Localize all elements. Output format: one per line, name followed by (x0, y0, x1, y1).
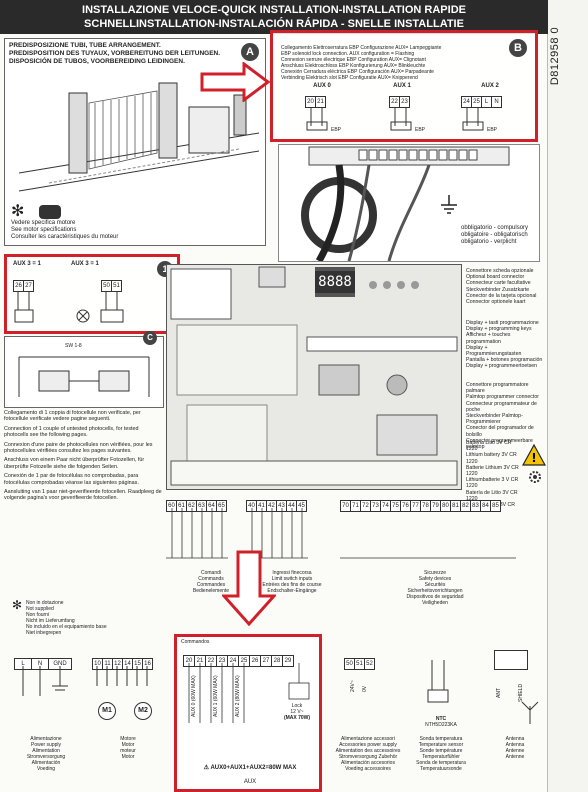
gear-icon (529, 471, 541, 483)
gate-illustration (9, 73, 263, 197)
label-safety: Sicurezze Safety devices Sécurités Siche… (406, 570, 464, 606)
antenna-shield-label: SHIELD (518, 683, 524, 702)
label-display-keys: Display + tasti programmazione Display +… (466, 320, 543, 370)
label-power: Alimentazione Power supply Alimentation … (26, 736, 66, 772)
aux3-a-wiring (14, 292, 34, 323)
antenna-terminal (494, 650, 528, 670)
power-wiring (22, 666, 68, 696)
label-motor: Motore Motor moteur Motor (120, 736, 136, 760)
ntc-model: NTC NTH5D223KA (425, 716, 457, 728)
section-b-marker: B (509, 39, 527, 57)
control-board: 8888 (166, 264, 462, 490)
section-a-marker: A (241, 43, 259, 61)
section-c-text: Collegamento di 1 coppia di fotocellule … (4, 410, 162, 502)
section-a-title-2: PREDISPOSITION DES TUYAUX, VORBEREITUNG … (9, 50, 221, 57)
label-palmtop: Connettore programmatore palmare Palmtop… (466, 382, 539, 451)
aux-label: AUX (243, 779, 257, 785)
cable-entry-drawing (301, 146, 510, 261)
compulsory-3: obligatorio - verplicht (461, 239, 517, 245)
banner-line-1: INSTALLAZIONE VELOCE-QUICK INSTALLATION-… (82, 4, 466, 16)
cable-entry-panel: obbligatorio - compulsory obligatoire - … (278, 144, 540, 262)
switch-wiring (166, 508, 516, 559)
accessories-v2: 0V (362, 685, 368, 692)
antenna-ant-label: ANT (496, 688, 502, 698)
section-b-line-1: Collegamento Elettroserratura EBP Config… (281, 45, 442, 51)
section-c-panel: C SW 1-8 (4, 331, 164, 408)
motor-spec-1: Vedere specifica motore (11, 220, 76, 226)
photocell-wiring (18, 356, 150, 397)
page-banner: INSTALLAZIONE VELOCE-QUICK INSTALLATION-… (0, 0, 548, 34)
arrow-right-icon (200, 62, 270, 102)
motor-wiring (96, 666, 148, 686)
section-b-highlight: B Collegamento Elettroserratura EBP Conf… (270, 30, 538, 142)
section-b-line-2: EBP solenoid lock connection. AUX config… (281, 51, 415, 57)
section-b-line-6: Verbinding Elektrisch slot EBP Configura… (281, 75, 418, 81)
banner-line-2: SCHNELLINSTALLATION-INSTALACIÓN RÁPIDA -… (84, 18, 464, 30)
label-commands: Comandi Commands Commandes Bedienelement… (192, 570, 230, 594)
section-c-marker: C (143, 331, 157, 345)
section-b-line-5: Conexión Cerradura eléctrica EBP Configu… (281, 69, 434, 75)
section-b-line-3: Connexion serrure électrique EBP Configu… (281, 57, 426, 63)
label-limit-inputs: Ingressi finecorsa Limit switch inputs E… (262, 570, 322, 594)
sw-label: SW 1-8 (65, 343, 82, 349)
accessories-v1: 24V~ (350, 680, 356, 692)
section-a-title-3: DISPOSICIÓN DE TUBOS, VOORBEREIDING LEID… (9, 58, 185, 65)
aux-warning: ⚠ AUX0+AUX1+AUX2=80W MAX (203, 765, 297, 771)
motor-spec-2: See motor specifications (11, 227, 77, 233)
aux-header: Commandos (181, 639, 210, 645)
aux1-rating: AUX 1 (60W MAX) (213, 675, 219, 717)
label-not-supplied: Non in dotazione Not supplied Non fourni… (26, 600, 107, 636)
aux-wiring (188, 663, 310, 723)
warning-icon: ! (522, 444, 546, 466)
aux0-rating: AUX 0 (60W MAX) (191, 675, 197, 717)
compulsory-2: obligatoire - obligatorisch (461, 232, 528, 238)
motor-m1: M1 (98, 702, 116, 720)
motor-spec-3: Consulter les caractéristiques du moteur (11, 234, 119, 240)
earth-icon (439, 195, 459, 215)
aux1-wiring (390, 108, 412, 131)
aux0-wiring (306, 108, 328, 131)
section-b-line-4: Anschluss Elektroschloss EBP Konfigurier… (281, 63, 426, 69)
display-readout: 8888 (315, 271, 355, 293)
label-optional-board: Connettore scheda opzionale Optional boa… (466, 268, 537, 306)
remote-icon (39, 205, 61, 219)
board-drawing (170, 266, 458, 486)
ntc-wiring (427, 660, 449, 703)
antenna-icon (521, 701, 539, 724)
aux3-b-wiring (76, 292, 124, 323)
aux2-rating: AUX 2 (80W MAX) (235, 675, 241, 717)
doc-id: D812958 0 (549, 26, 562, 86)
label-accessories: Alimentazione accessori Accessories powe… (335, 736, 401, 772)
lock-label: Lock 12 V~ (MAX 70W) (283, 703, 311, 721)
asterisk-icon: ✻ (12, 598, 23, 612)
motor-m2: M2 (134, 702, 152, 720)
section-a-title-1: PREDISPOSIZIONE TUBI, TUBE ARRANGEMENT. (9, 42, 161, 49)
star-icon: ✻ (11, 203, 25, 220)
arrow-down-icon (222, 550, 276, 626)
label-antenna: Antenna Antenna Antenne Antenne (505, 736, 525, 760)
aux2-wiring (462, 108, 484, 131)
svg-text:!: ! (531, 451, 536, 465)
label-ntc: Sonda temperatura Temperature sensor Son… (416, 736, 466, 772)
compulsory-1: obbligatorio - compulsory (461, 225, 529, 231)
